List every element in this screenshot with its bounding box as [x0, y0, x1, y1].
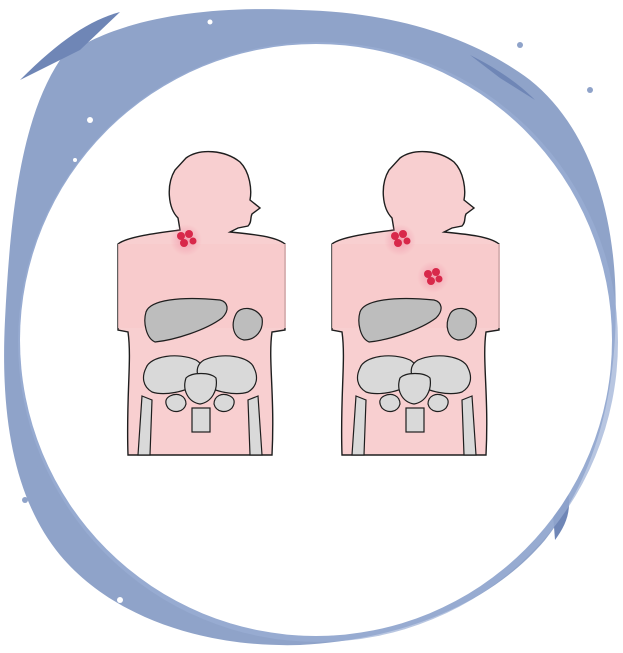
tumor-neck [170, 224, 202, 256]
tumor-neck [384, 224, 416, 256]
tumor-chest [417, 261, 449, 293]
white-circle-frame [18, 42, 618, 642]
